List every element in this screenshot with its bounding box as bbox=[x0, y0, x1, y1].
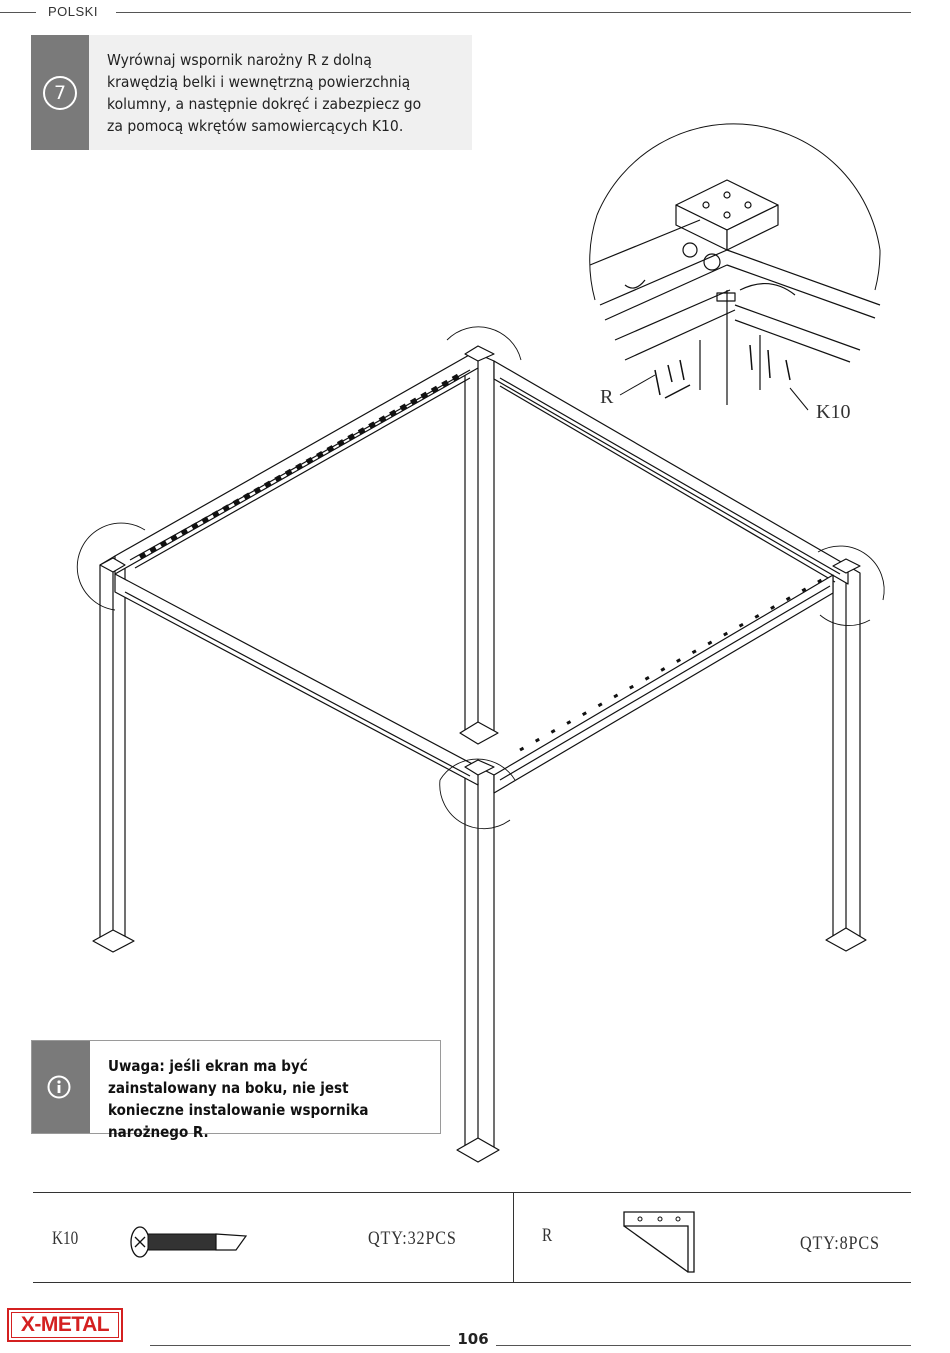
footer-rule-right bbox=[496, 1345, 911, 1346]
brand-logo-text: X-METAL bbox=[20, 1313, 110, 1336]
note-box: Uwaga: jeśli ekran ma być zainstalowany … bbox=[31, 1040, 441, 1141]
page-number: 106 bbox=[457, 1330, 489, 1348]
detail-column-top bbox=[589, 179, 881, 411]
header-rule-right bbox=[116, 12, 911, 13]
parts-table-divider bbox=[513, 1192, 514, 1282]
step-instruction-text: Wyrównaj wspornik narożny R z dolną kraw… bbox=[107, 51, 422, 135]
part-qty-k10: QTY:32PCS bbox=[368, 1228, 457, 1249]
note-icon-panel bbox=[32, 1041, 90, 1133]
screw-callout-label: K10 bbox=[816, 401, 850, 423]
corner-bracket-icon bbox=[623, 1211, 695, 1273]
part-code-r: R bbox=[542, 1225, 553, 1246]
corner-callouts bbox=[76, 326, 885, 830]
pergola-frame bbox=[92, 345, 867, 1163]
info-icon bbox=[47, 1075, 71, 1099]
parts-table-top-rule bbox=[33, 1192, 911, 1193]
bracket-callout-label: R bbox=[600, 386, 614, 408]
detail-circle bbox=[596, 123, 881, 251]
language-label: POLSKI bbox=[48, 4, 98, 19]
part-qty-r: QTY:8PCS bbox=[800, 1233, 880, 1254]
step-number: 7 bbox=[43, 76, 77, 110]
part-code-k10: K10 bbox=[52, 1228, 79, 1249]
step-number-panel: 7 bbox=[31, 35, 89, 150]
note-text: Uwaga: jeśli ekran ma być zainstalowany … bbox=[108, 1057, 369, 1141]
self-drilling-screw-icon bbox=[130, 1226, 248, 1258]
brand-logo: X-METAL bbox=[7, 1308, 123, 1342]
step-instruction-box: 7 Wyrównaj wspornik narożny R z dolną kr… bbox=[31, 35, 472, 150]
parts-table-bottom-rule bbox=[33, 1282, 911, 1283]
header-rule-left bbox=[0, 12, 36, 13]
footer-rule-left bbox=[150, 1345, 450, 1346]
